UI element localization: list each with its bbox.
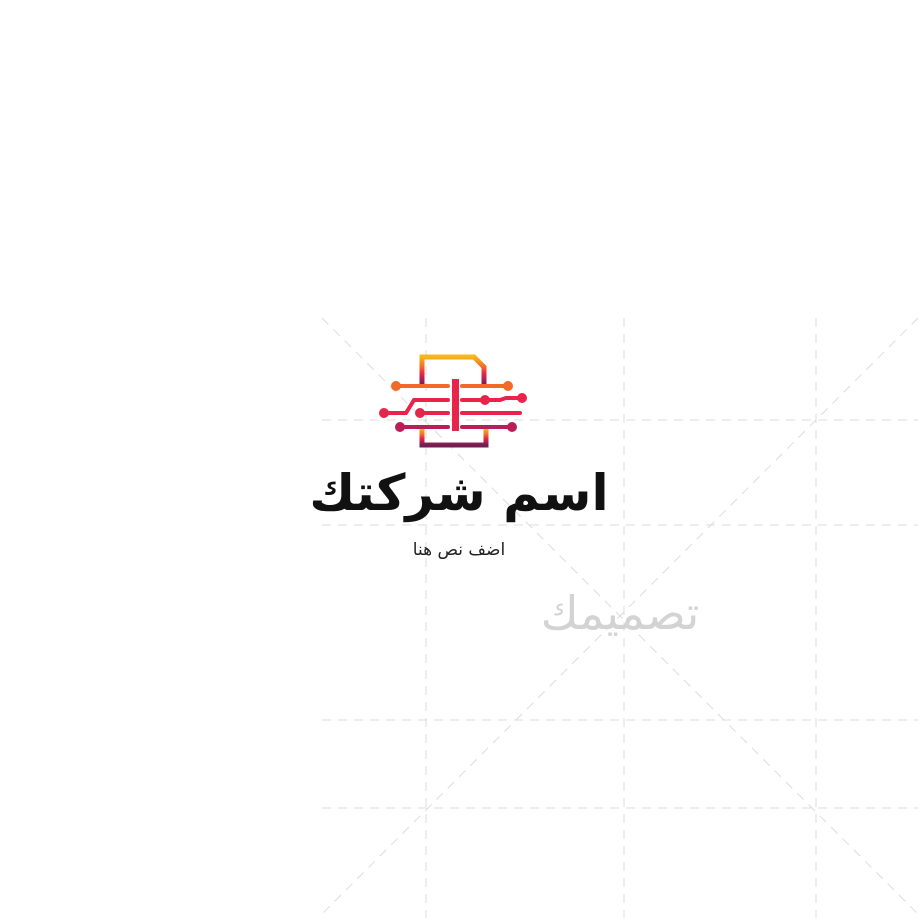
document-outline-top xyxy=(419,354,487,385)
circuit-node xyxy=(391,381,401,391)
circuit-node xyxy=(395,422,405,432)
watermark-logo: تصميمك xyxy=(540,586,700,640)
tagline: اضف نص هنا xyxy=(412,540,506,560)
grid-diagonal xyxy=(321,317,918,915)
document-spine xyxy=(452,379,459,431)
circuit-node xyxy=(480,395,490,405)
circuit-node xyxy=(415,408,425,418)
document-outline-bottom xyxy=(419,429,489,448)
circuit-node xyxy=(517,393,527,403)
circuit-trace xyxy=(460,396,524,402)
circuit-trace xyxy=(382,398,450,415)
circuit-document-icon xyxy=(379,354,527,448)
company-name: اسم شركتك xyxy=(309,464,609,522)
circuit-node xyxy=(507,422,517,432)
circuit-node xyxy=(379,408,389,418)
circuit-node xyxy=(503,381,513,391)
